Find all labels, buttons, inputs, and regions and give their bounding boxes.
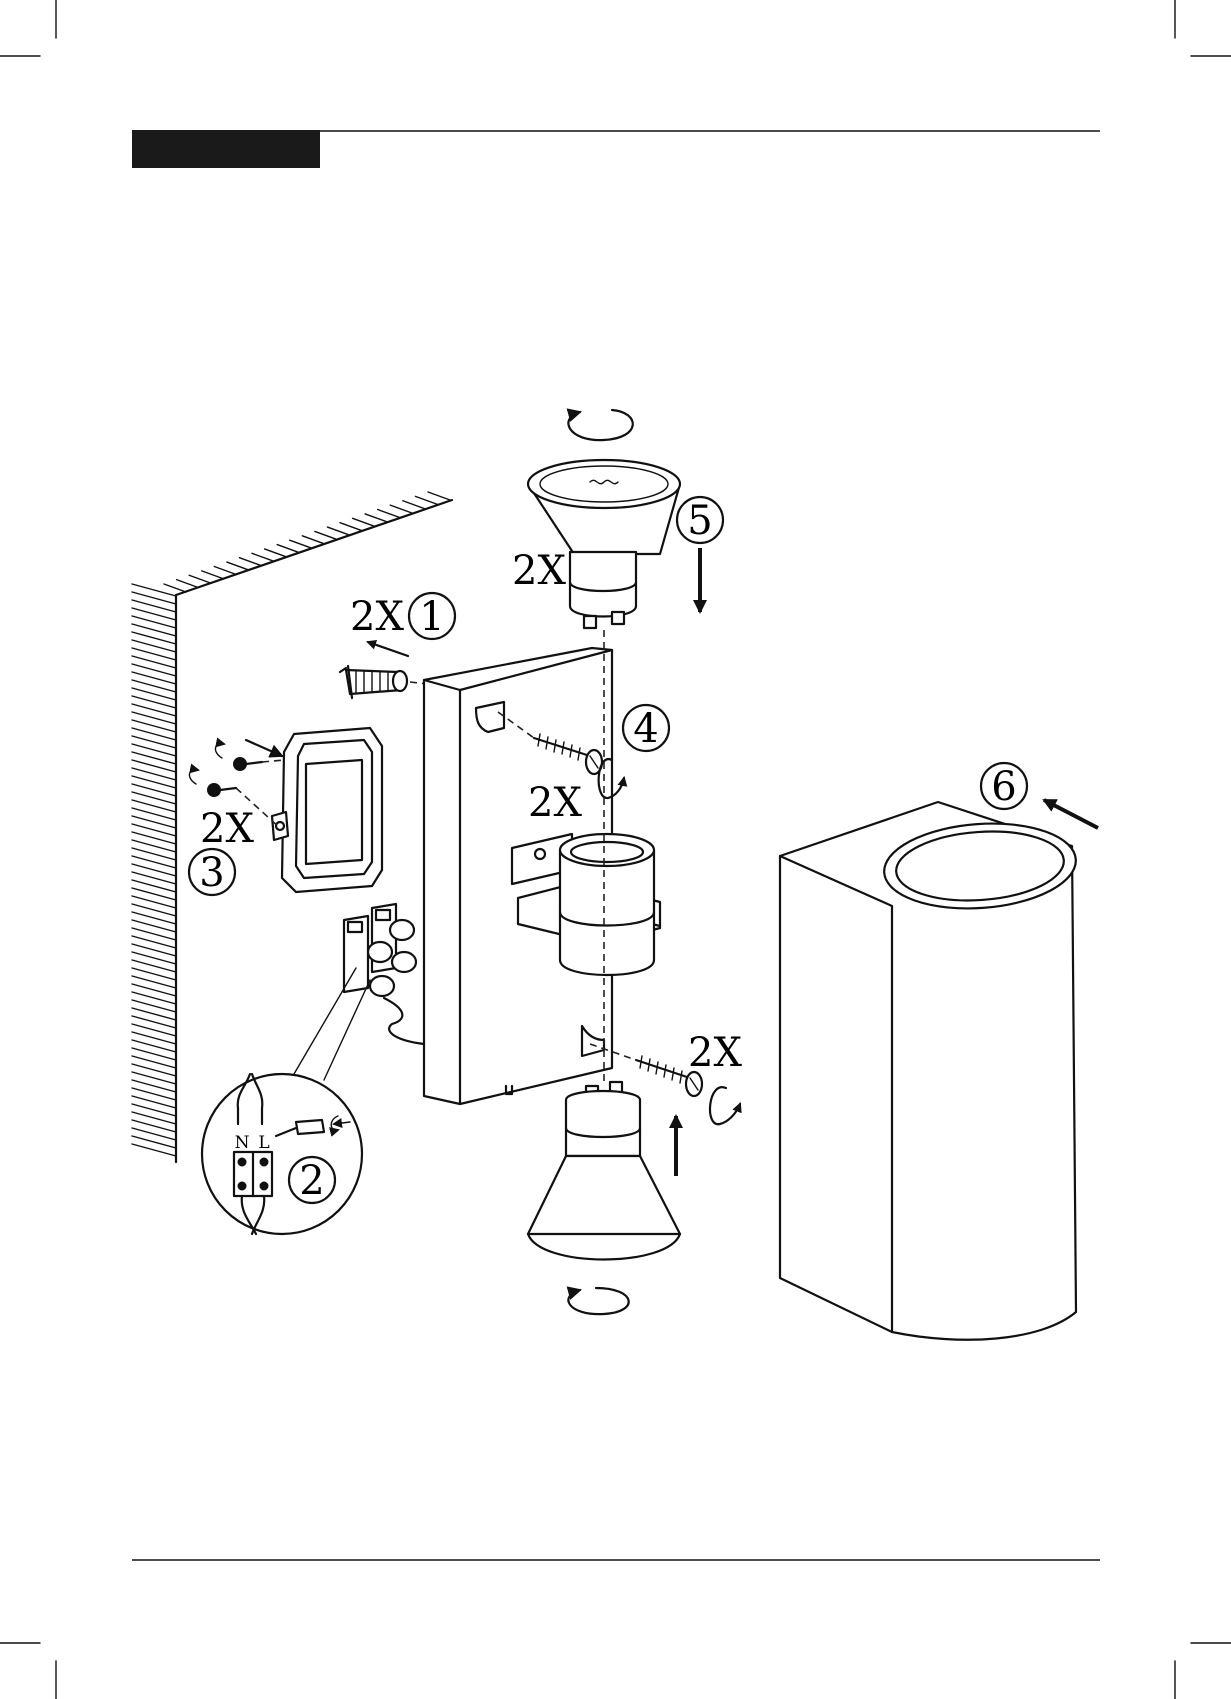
section-title-bar bbox=[132, 130, 320, 168]
bulb-quantity: 2X bbox=[512, 548, 566, 594]
step-1-badge: 1 bbox=[409, 593, 455, 640]
rotate-clockwise-icon bbox=[568, 1288, 628, 1314]
svg-text:2: 2 bbox=[299, 1158, 324, 1204]
screw-icon bbox=[208, 784, 236, 796]
svg-text:6: 6 bbox=[991, 764, 1016, 810]
screwdriver-icon bbox=[276, 1120, 324, 1136]
rotate-clockwise-icon bbox=[568, 410, 632, 440]
svg-text:5: 5 bbox=[687, 498, 712, 544]
cover-insert-arrow-icon bbox=[1044, 800, 1098, 828]
screw-icon bbox=[234, 758, 262, 770]
junction-box-icon bbox=[272, 728, 382, 892]
plug-insert-arrow-icon bbox=[368, 642, 408, 656]
wall-plug-icon bbox=[340, 666, 407, 698]
step-6-badge: 6 bbox=[981, 763, 1027, 810]
terminal-block-icon bbox=[344, 904, 424, 1044]
rotate-clockwise-icon bbox=[710, 1087, 740, 1124]
step-4-quantity: 2X bbox=[528, 780, 582, 826]
step-3-quantity: 2X bbox=[200, 806, 254, 852]
rotate-clockwise-icon bbox=[189, 770, 198, 784]
svg-text:1: 1 bbox=[419, 594, 444, 640]
lamp-holder bbox=[560, 834, 654, 975]
svg-text:4: 4 bbox=[633, 706, 658, 752]
gu10-bulb-icon bbox=[528, 1082, 680, 1260]
step-2-badge: 2 bbox=[289, 1157, 335, 1204]
terminal-label-l: L bbox=[258, 1133, 269, 1153]
step-4-badge: 4 bbox=[623, 705, 669, 752]
step-3-badge: 3 bbox=[189, 849, 235, 896]
cylindrical-cover-icon bbox=[780, 802, 1079, 1340]
svg-text:3: 3 bbox=[199, 850, 224, 896]
box-insert-arrow-icon bbox=[246, 740, 282, 756]
step-1-quantity: 2X bbox=[350, 594, 404, 640]
gu10-bulb-icon bbox=[528, 460, 680, 628]
rotate-clockwise-icon bbox=[215, 744, 224, 758]
screw-quantity: 2X bbox=[688, 1030, 742, 1076]
terminal-detail-callout: N L bbox=[202, 968, 370, 1234]
terminal-label-n: N bbox=[235, 1133, 250, 1153]
step-5-badge: 5 bbox=[677, 497, 723, 544]
